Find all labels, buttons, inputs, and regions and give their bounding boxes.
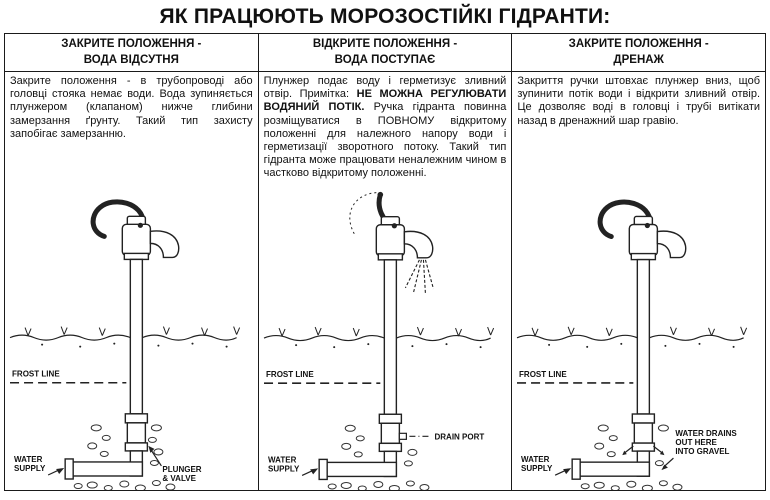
hydrant-illustration-closed: FROST LINE [9,199,241,490]
hydrant-head [375,215,434,261]
water-supply-arrowhead [309,467,318,474]
frost-line-label: FROST LINE [266,370,314,379]
grass-tufts [24,326,241,336]
handle-grip [377,191,383,198]
water-supply-label-line1: WATER [14,455,43,464]
page-title: ЯК ПРАЦЮЮТЬ МОРОЗОСТІЙКІ ГІДРАНТИ: [159,5,611,28]
ground-line [263,334,491,341]
hydrant-diagram-open: FROST LINE [259,183,512,490]
frost-line-label: FROST LINE [12,370,60,379]
gravel-stones [73,424,176,490]
column-header: ВІДКРИТЕ ПОЛОЖЕННЯ - ВОДА ПОСТУПАЄ [258,34,512,73]
plunger-callout-line2: & VALVE [162,474,196,483]
plunger-valve-body [124,413,149,452]
column-closed-drain: ЗАКРИТЕ ПОЛОЖЕННЯ - ДРЕНАЖ Закриття ручк… [512,34,766,490]
grass-tufts [278,326,494,336]
supply-elbow-pipe [571,450,651,480]
plunger-callout-arrowhead [148,445,155,453]
water-supply-label-line2: SUPPLY [268,464,300,473]
hydrant-head [628,215,687,261]
description-text: Плунжер подає воду і герметизує зливний … [259,72,512,183]
water-supply-label-line2: SUPPLY [14,464,46,473]
description-warning-bold: НЕ МОЖНА РЕГУЛЮВАТИ ВОДЯНИЙ ПОТІК. [263,88,507,114]
plunger-callout-line1: PLUNGER [162,465,201,474]
standpipe [129,258,144,415]
drain-callout-line2: OUT HERE [676,438,718,447]
water-supply-arrowhead [563,467,572,474]
column-open-water-flowing: ВІДКРИТЕ ПОЛОЖЕННЯ - ВОДА ПОСТУПАЄ Плунж… [258,34,513,490]
header-line-2: ВОДА ПОСТУПАЄ [334,53,436,66]
supply-elbow-pipe [318,450,397,480]
columns-table: ЗАКРИТЕ ПОЛОЖЕННЯ - ВОДА ВІДСУТНЯ Закрит… [4,33,766,491]
column-header: ЗАКРИТЕ ПОЛОЖЕННЯ - ВОДА ВІДСУТНЯ [5,34,258,73]
plunger-callout-arrow [149,448,162,467]
ground-line [517,334,745,341]
hydrant-diagram-closed: FROST LINE [5,143,258,490]
soil-dots [41,342,228,348]
handle-pivot-bolt [137,222,143,228]
ground-line [9,334,237,341]
handle-pivot-bolt [391,222,397,228]
drain-callout-arrowhead [661,464,669,470]
gravel-stones [581,424,683,490]
gravel-stones [327,424,430,490]
supply-elbow-pipe [64,450,144,480]
soil-dots [548,342,735,348]
hydrant-head [121,215,180,261]
header-line-1: ВІДКРИТЕ ПОЛОЖЕННЯ - [312,38,458,50]
description-part-2: Ручка гідранта повинна розміщуватися в П… [263,101,507,180]
hydrant-handle-closed [598,199,654,239]
header-line-1: ЗАКРИТЕ ПОЛОЖЕННЯ - [61,38,202,50]
header-line-2: ДРЕНАЖ [613,53,664,66]
drain-port-nub [398,432,407,440]
standpipe [383,258,397,415]
hydrant-diagram-drain: FROST LINE [512,130,765,490]
water-supply-label-line1: WATER [268,455,297,464]
soil-dots [294,342,482,348]
description-text: Закриття ручки штовхає плунжер вниз, щоб… [517,75,761,127]
column-header: ЗАКРИТЕ ПОЛОЖЕННЯ - ДРЕНАЖ [512,34,766,73]
handle-pivot-bolt [645,222,651,228]
hydrant-illustration-open: FROST LINE [263,191,494,490]
hydrant-illustration-drain: FROST LINE [517,199,748,490]
drain-port-label: DRAIN PORT [434,432,484,441]
water-spray [404,259,434,294]
column-closed-no-water: ЗАКРИТЕ ПОЛОЖЕННЯ - ВОДА ВІДСУТНЯ Закрит… [5,34,259,490]
water-supply-arrowhead [56,467,65,474]
water-supply-label-line2: SUPPLY [521,464,553,473]
plunger-valve-body [631,413,656,452]
drain-flow-arrows [622,445,665,455]
plunger-valve-body [378,413,402,452]
drain-callout-line1: WATER DRAINS [676,429,738,438]
handle-motion-arc [349,191,377,234]
header-line-2: ВОДА ВІДСУТНЯ [83,53,179,66]
drain-callout-line3: INTO GRAVEL [676,447,730,456]
description-text: Закрите положення - в трубопроводі або г… [10,75,253,140]
hydrant-handle-closed [90,199,146,239]
standpipe [636,258,651,415]
grass-tufts [531,326,748,336]
water-supply-label-line1: WATER [521,455,550,464]
frost-line-label: FROST LINE [519,370,567,379]
header-line-1: ЗАКРИТЕ ПОЛОЖЕННЯ - [568,38,709,50]
description-part-1: Плунжер подає воду і герметизує зливний … [263,75,507,101]
